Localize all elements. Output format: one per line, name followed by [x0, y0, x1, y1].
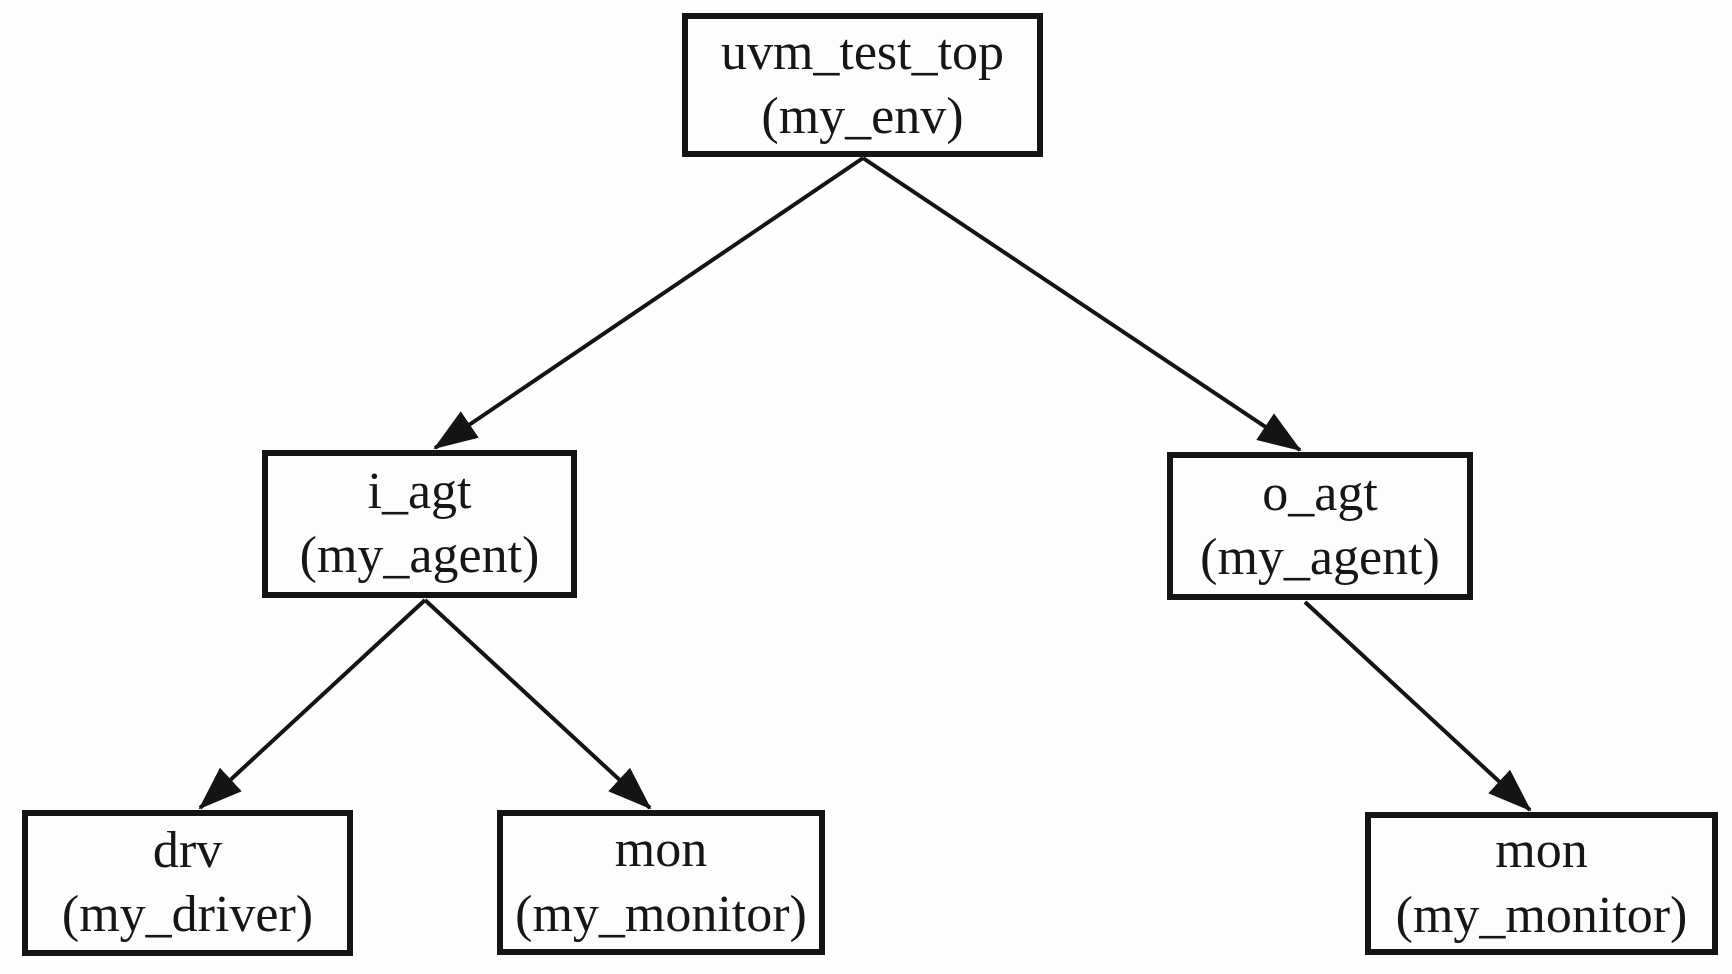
- edge-i-agt-to-drv: [198, 598, 427, 810]
- node-o-agt-instance: o_agt: [1262, 464, 1378, 522]
- node-uvm-test-top-class: (my_env): [761, 88, 964, 145]
- node-uvm-test-top: uvm_test_top (my_env): [682, 13, 1043, 157]
- node-mon-input-instance: mon: [614, 821, 708, 879]
- node-drv: drv (my_driver): [22, 810, 353, 956]
- edge-i-agt-to-mon-i: [423, 598, 652, 810]
- node-i-agt: i_agt (my_agent): [262, 450, 577, 598]
- node-uvm-test-top-instance: uvm_test_top: [720, 23, 1005, 81]
- node-i-agt-class: (my_agent): [299, 527, 540, 584]
- node-mon-output-instance: mon: [1495, 822, 1588, 880]
- node-o-agt: o_agt (my_agent): [1167, 452, 1473, 600]
- node-drv-class: (my_driver): [61, 886, 314, 943]
- node-mon-input: mon (my_monitor): [497, 810, 825, 955]
- node-mon-output-class: (my_monitor): [1395, 886, 1688, 944]
- edge-o-agt-to-mon-o: [1303, 600, 1532, 812]
- node-mon-output: mon (my_monitor): [1365, 812, 1718, 955]
- node-o-agt-class: (my_agent): [1200, 529, 1440, 586]
- node-drv-instance: drv: [152, 821, 223, 879]
- edge-uvm-test-top-to-o-agt: [861, 156, 1302, 452]
- edge-uvm-test-top-to-i-agt: [433, 156, 865, 450]
- node-i-agt-instance: i_agt: [367, 462, 472, 520]
- node-mon-input-class: (my_monitor): [515, 885, 807, 943]
